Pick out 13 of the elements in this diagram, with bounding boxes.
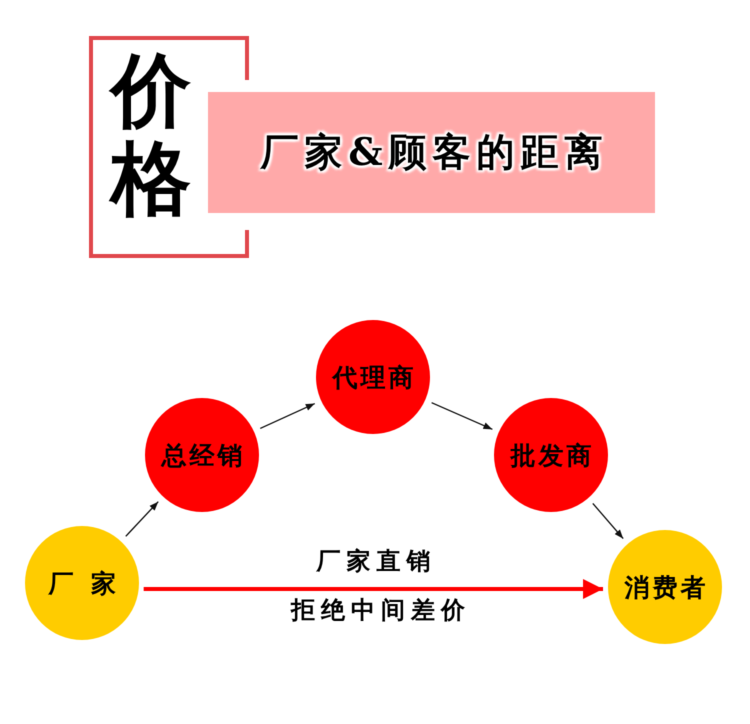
arrow — [144, 579, 604, 599]
node-label: 消费者 — [623, 572, 708, 604]
arrow — [431, 402, 493, 430]
title: 价格 — [111, 46, 191, 222]
node-label: 代理商 — [330, 362, 416, 394]
node-label: 厂家 — [47, 568, 134, 600]
arrow — [125, 501, 159, 537]
banner-band — [208, 92, 655, 213]
node-label: 批发商 — [509, 440, 594, 472]
node-label: 总经销 — [160, 440, 246, 472]
banner-text: 厂家&顾客的距离 — [259, 128, 609, 176]
arrow — [260, 402, 316, 430]
arrow — [592, 503, 624, 539]
